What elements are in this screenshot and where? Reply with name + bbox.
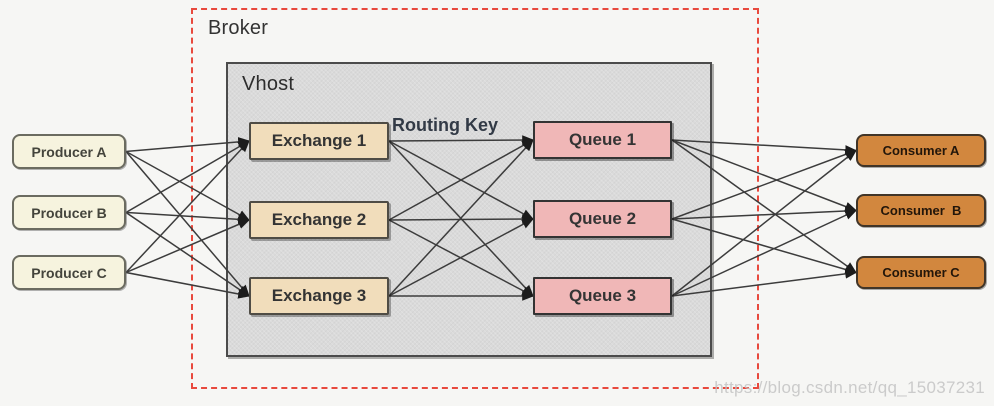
broker-label: Broker <box>208 17 269 39</box>
edge-producer-c-to-exchange-2 <box>125 219 251 274</box>
producer-c-label: Producer C <box>31 264 107 281</box>
consumer-a-label: Consumer A <box>882 143 960 158</box>
queue-2-box: Queue 2 <box>533 200 672 238</box>
edge-producer-c-to-exchange-3 <box>125 271 251 299</box>
queue-2-label: Queue 2 <box>568 209 637 228</box>
edge-exchange-2-to-queue-1 <box>388 139 535 221</box>
edge-queue-3-to-consumer-b <box>671 209 858 297</box>
edge-queue-3-to-consumer-c <box>671 269 858 297</box>
edge-queue-1-to-consumer-b <box>671 139 858 212</box>
vhost-label: Vhost <box>242 73 295 95</box>
edge-producer-a-to-exchange-2 <box>125 150 251 221</box>
consumer-c-label: Consumer C <box>882 265 960 280</box>
exchange-1-box: Exchange 1 <box>249 122 389 160</box>
edge-queue-1-to-consumer-c <box>671 139 857 274</box>
queue-1-box: Queue 1 <box>533 121 672 159</box>
exchange-2-box: Exchange 2 <box>249 201 389 239</box>
queue-3-box: Queue 3 <box>533 277 672 315</box>
edge-producer-c-to-exchange-1 <box>125 140 250 274</box>
consumer-c-box: Consumer C <box>856 256 986 289</box>
edge-queue-2-to-consumer-b <box>671 206 858 220</box>
exchange-2-label: Exchange 2 <box>271 210 367 229</box>
producer-b-box: Producer B <box>12 195 126 230</box>
exchange-3-box: Exchange 3 <box>249 277 389 315</box>
edge-exchange-3-to-queue-1 <box>388 139 534 297</box>
edge-producer-b-to-exchange-2 <box>125 211 251 225</box>
producer-a-label: Producer A <box>31 143 107 160</box>
edge-producer-a-to-exchange-1 <box>125 137 251 153</box>
producer-a-box: Producer A <box>12 134 126 169</box>
consumer-b-box: Consumer B <box>856 194 986 227</box>
producer-c-box: Producer C <box>12 255 126 290</box>
edge-queue-2-to-consumer-a <box>671 149 858 220</box>
edge-exchange-3-to-queue-2 <box>388 218 535 297</box>
consumer-b-label: Consumer B <box>880 203 962 218</box>
broker-boundary <box>191 8 759 389</box>
edge-producer-b-to-exchange-1 <box>125 140 251 214</box>
edge-producer-b-to-exchange-3 <box>125 211 250 297</box>
queue-3-label: Queue 3 <box>568 286 637 305</box>
edge-producer-a-to-exchange-3 <box>125 151 250 297</box>
routing-key-label: Routing Key <box>392 115 498 135</box>
edge-queue-2-to-consumer-c <box>671 218 858 275</box>
producer-b-label: Producer B <box>31 204 107 221</box>
queue-1-label: Queue 1 <box>568 130 637 149</box>
edge-queue-1-to-consumer-a <box>671 139 858 155</box>
edge-exchange-1-to-queue-1 <box>388 135 535 145</box>
exchange-1-label: Exchange 1 <box>271 131 367 150</box>
edge-queue-3-to-consumer-a <box>671 149 857 297</box>
consumer-a-box: Consumer A <box>856 134 986 167</box>
exchange-3-label: Exchange 3 <box>271 286 367 305</box>
edge-exchange-2-to-queue-2 <box>388 214 535 224</box>
